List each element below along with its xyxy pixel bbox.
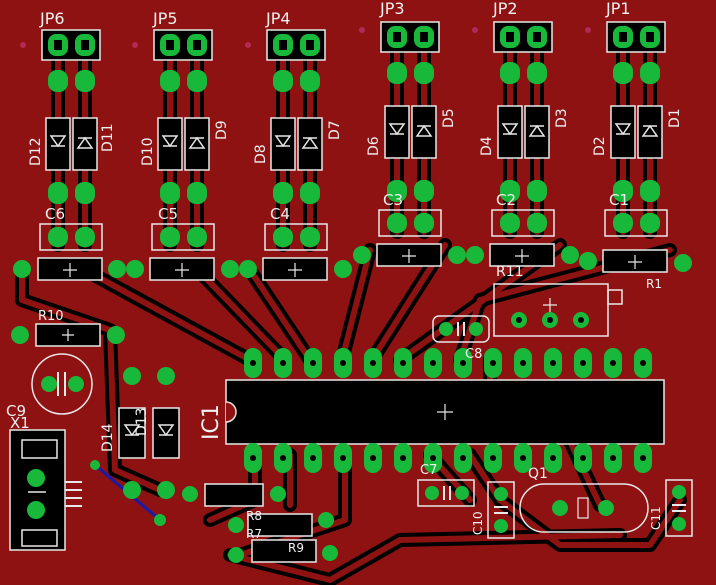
label-d12: D12 <box>28 137 44 166</box>
label-d14: D14 <box>100 423 116 452</box>
x1-connector <box>9 429 82 551</box>
cap-res-row <box>13 209 692 281</box>
ic1-pin-drill <box>490 360 496 366</box>
ic1-pin-drill <box>640 360 646 366</box>
ic1-pins-bottom <box>244 443 652 473</box>
ic1-pin-drill <box>490 455 496 461</box>
label-c1: C1 <box>609 191 629 209</box>
ic1-pins-top <box>244 348 652 378</box>
ic1-pin-drill <box>340 360 346 366</box>
c8-capacitor <box>432 315 490 343</box>
label-r10: R10 <box>38 309 64 324</box>
silkscreen-labels: JP6 JP5 JP4 JP3 JP2 JP1 D12 D11 D10 D9 D… <box>6 0 683 555</box>
ic1-pin-drill <box>550 455 556 461</box>
label-c11: C11 <box>649 506 663 530</box>
label-jp6: JP6 <box>39 9 65 28</box>
label-d9: D9 <box>214 120 230 140</box>
label-r11: R11 <box>496 264 524 280</box>
label-jp1: JP1 <box>605 0 631 18</box>
label-c5: C5 <box>158 205 178 223</box>
label-q1: Q1 <box>528 466 548 482</box>
label-d6: D6 <box>366 136 382 156</box>
ic1-pin-drill <box>520 455 526 461</box>
label-d8: D8 <box>253 144 269 164</box>
ic1-pin-drill <box>310 455 316 461</box>
label-d2: D2 <box>592 136 608 156</box>
ic1-pin-drill <box>430 360 436 366</box>
label-d11: D11 <box>100 123 116 152</box>
bottom-parts <box>90 460 693 563</box>
label-c2: C2 <box>496 191 516 209</box>
c9-capacitor <box>31 353 93 415</box>
label-jp5: JP5 <box>152 9 178 28</box>
ic1-pin-drill <box>370 360 376 366</box>
label-r9: R9 <box>288 541 304 555</box>
label-r1: R1 <box>646 277 662 291</box>
label-jp2: JP2 <box>492 0 518 18</box>
ic1-pin-drill <box>400 360 406 366</box>
ic1-pin-drill <box>370 455 376 461</box>
d14-d13-diodes <box>118 367 180 499</box>
ic1-pin-drill <box>250 360 256 366</box>
ic1-pin-drill <box>340 455 346 461</box>
label-c7: C7 <box>420 463 437 478</box>
diode-pairs <box>45 62 663 204</box>
ic1-chip <box>225 379 665 445</box>
ic1-pin-drill <box>310 360 316 366</box>
ic1-pin-drill <box>610 360 616 366</box>
ic1-pin-drill <box>250 455 256 461</box>
ic1-pin-drill <box>460 360 466 366</box>
r10-resistor <box>11 323 125 347</box>
label-r8: R8 <box>246 509 262 523</box>
ic1-pin-drill <box>610 455 616 461</box>
label-d1: D1 <box>667 108 683 128</box>
label-d7: D7 <box>327 120 343 140</box>
ic1-pin-drill <box>280 455 286 461</box>
label-c6: C6 <box>45 205 65 223</box>
ic1-pin-drill <box>280 360 286 366</box>
label-r7: R7 <box>246 527 262 541</box>
jumper-headers <box>20 21 666 61</box>
label-x1: X1 <box>10 414 30 432</box>
label-d4: D4 <box>479 136 495 156</box>
ic1-pin-drill <box>400 455 406 461</box>
ic1-pin-drill <box>550 360 556 366</box>
label-d3: D3 <box>554 108 570 128</box>
ic1-pin-drill <box>520 360 526 366</box>
label-c8: C8 <box>465 347 482 362</box>
ic1-pin-drill <box>460 455 466 461</box>
label-d5: D5 <box>441 108 457 128</box>
label-jp3: JP3 <box>379 0 405 18</box>
label-d10: D10 <box>140 137 156 166</box>
ic1-pin-drill <box>640 455 646 461</box>
ic1-pin-drill <box>580 360 586 366</box>
label-c3: C3 <box>383 191 403 209</box>
label-d13: D13 <box>134 407 150 436</box>
ic1-pin-drill <box>580 455 586 461</box>
ic1-pin-drill <box>430 455 436 461</box>
r11-trimmer <box>493 283 623 337</box>
label-ic1: IC1 <box>199 404 224 440</box>
label-c9: C9 <box>6 402 26 420</box>
label-c10: C10 <box>471 511 485 535</box>
label-jp4: JP4 <box>265 9 291 28</box>
label-c4: C4 <box>270 205 290 223</box>
